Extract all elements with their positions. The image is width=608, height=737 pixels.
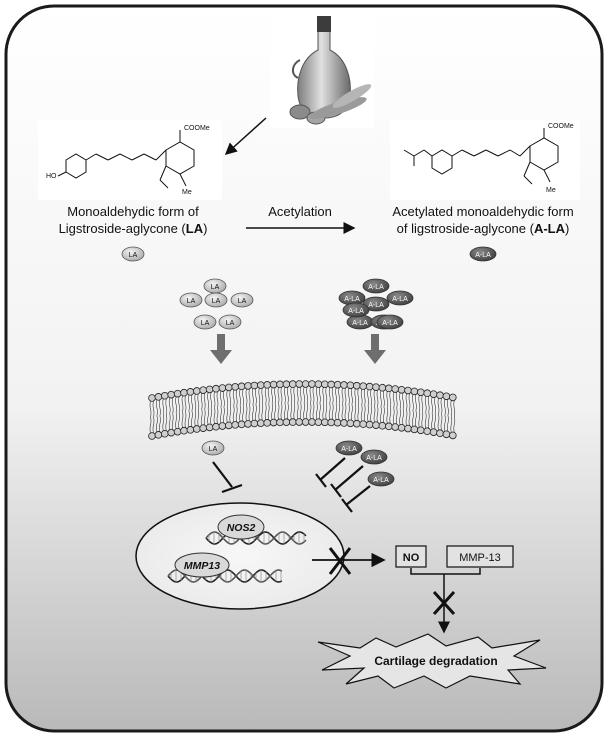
ala-cluster: A-LAA-LAA-LAA-LAA-LAA-LAA-LAA-LA bbox=[338, 278, 414, 330]
svg-text:LA: LA bbox=[212, 298, 221, 305]
la-badge: LA bbox=[121, 246, 145, 262]
la-entry-arrow bbox=[210, 334, 232, 364]
mmp13-box: MMP-13 bbox=[446, 545, 514, 568]
acetylation-label: Acetylation bbox=[268, 204, 332, 219]
svg-text:A-LA: A-LA bbox=[366, 455, 382, 462]
la-cluster: LA LA LA LA LA LA bbox=[179, 278, 254, 330]
svg-text:NOS2: NOS2 bbox=[227, 522, 256, 534]
cell-membrane bbox=[148, 380, 457, 440]
svg-text:A-LA: A-LA bbox=[348, 308, 364, 315]
svg-text:A-LA: A-LA bbox=[368, 284, 384, 291]
ala-entry-arrow bbox=[364, 334, 386, 364]
structure-label: HO bbox=[46, 173, 57, 180]
la-molecule: LA bbox=[218, 314, 242, 330]
svg-text:MMP13: MMP13 bbox=[184, 560, 220, 572]
source-arrow bbox=[224, 117, 267, 156]
ala-molecule: A-LA bbox=[346, 314, 374, 330]
ala-molecule: A-LA bbox=[338, 290, 366, 306]
la-inhibition bbox=[212, 461, 243, 494]
svg-text:LA: LA bbox=[201, 320, 210, 327]
svg-text:A-LA: A-LA bbox=[344, 296, 360, 303]
svg-text:A-LA: A-LA bbox=[475, 252, 491, 259]
ala-inhibition bbox=[315, 457, 371, 513]
svg-text:A-LA: A-LA bbox=[382, 320, 398, 327]
structure-label: Me bbox=[182, 189, 192, 196]
degradation-block-x-icon bbox=[432, 590, 456, 616]
ala-name: Acetylated monoaldehydic form of ligstro… bbox=[392, 204, 573, 236]
structure-label: Me bbox=[546, 187, 556, 194]
no-box: NO bbox=[395, 545, 427, 568]
structure-label: COOMe bbox=[184, 125, 210, 132]
ala-intracellular: A-LA A-LA A-LA bbox=[335, 440, 395, 487]
structure-label: COOMe bbox=[548, 123, 574, 130]
svg-text:A-LA: A-LA bbox=[352, 320, 368, 327]
ala-molecule: A-LA bbox=[362, 278, 390, 294]
la-name-line2: Ligstroside-aglycone (LA) bbox=[59, 221, 208, 236]
svg-text:LA: LA bbox=[238, 298, 247, 305]
svg-text:A-LA: A-LA bbox=[368, 302, 384, 309]
svg-text:LA: LA bbox=[211, 284, 220, 291]
svg-text:LA: LA bbox=[226, 320, 235, 327]
block-x-icon bbox=[328, 547, 352, 575]
la-molecule: LA bbox=[193, 314, 217, 330]
la-name: Monoaldehydic form of Ligstroside-aglyco… bbox=[59, 204, 208, 236]
la-structure: COOMe HO Me bbox=[38, 120, 222, 200]
cartilage-degradation-label: Cartilage degradation bbox=[374, 654, 497, 668]
svg-text:A-LA: A-LA bbox=[373, 477, 389, 484]
svg-text:LA: LA bbox=[187, 298, 196, 305]
svg-text:NO: NO bbox=[403, 552, 420, 564]
la-molecule: LA bbox=[204, 292, 228, 308]
svg-text:A-LA: A-LA bbox=[392, 296, 408, 303]
ala-molecule: A-LA bbox=[376, 314, 404, 330]
ala-molecule: A-LA bbox=[342, 302, 370, 318]
ala-badge: A-LA bbox=[469, 246, 497, 262]
svg-text:LA: LA bbox=[209, 446, 218, 453]
la-molecule: LA bbox=[179, 292, 203, 308]
svg-text:LA: LA bbox=[129, 252, 138, 259]
ala-name-line1: Acetylated monoaldehydic form bbox=[392, 204, 573, 219]
la-intracellular: LA bbox=[201, 440, 225, 456]
ala-structure: COOMe Me bbox=[390, 120, 580, 200]
svg-text:A-LA: A-LA bbox=[341, 446, 357, 453]
la-molecule: LA bbox=[203, 278, 227, 294]
gene-nos2: NOS2 bbox=[217, 514, 265, 540]
cartilage-burst bbox=[317, 633, 547, 689]
la-molecule: LA bbox=[230, 292, 254, 308]
ala-name-line2: of ligstroside-aglycone (A-LA) bbox=[397, 221, 570, 236]
olive-oil-image bbox=[270, 10, 374, 128]
gene-mmp13: MMP13 bbox=[174, 552, 230, 578]
la-name-line1: Monoaldehydic form of bbox=[67, 204, 199, 219]
svg-text:MMP-13: MMP-13 bbox=[459, 552, 501, 564]
ala-molecule: A-LA bbox=[386, 290, 414, 306]
